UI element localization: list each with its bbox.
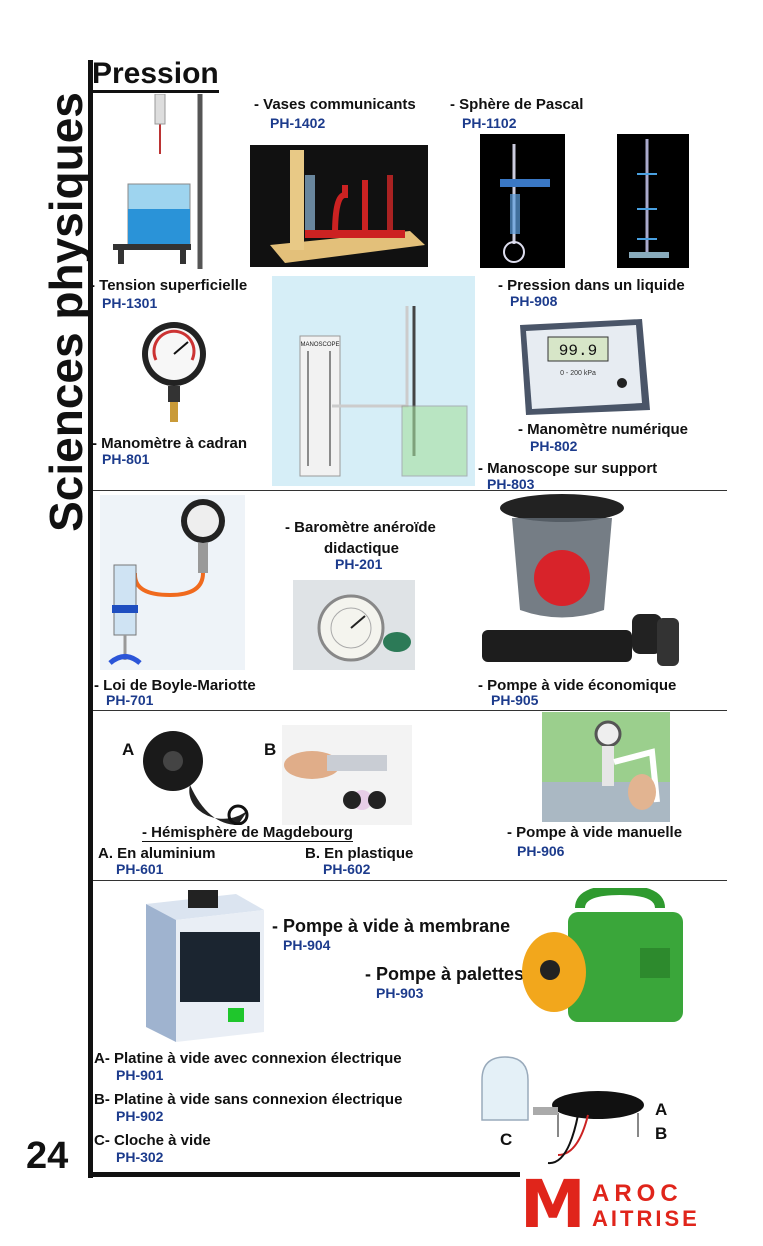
barometre-label-1: - Baromètre anéroïde — [285, 519, 436, 536]
logo: M AROC AITRISE — [520, 1170, 720, 1240]
logo-m: M — [520, 1166, 586, 1243]
manometre-cadran-photo — [138, 320, 210, 425]
sidebar-title: Sciences physiques — [40, 92, 92, 532]
manoscope-photo: MANOSCOPE — [272, 276, 475, 486]
barometre-code: PH-201 — [335, 556, 383, 572]
vases-code: PH-1402 — [270, 115, 326, 131]
frame-bottom-line — [88, 1172, 520, 1177]
platine-marker-c: C — [500, 1130, 513, 1149]
section-title: Pression — [92, 58, 219, 93]
tension-label: - Tension superficielle — [90, 277, 248, 294]
pression-liquide-label: - Pression dans un liquide — [498, 277, 685, 294]
pompe-palettes-photo — [520, 888, 690, 1033]
pompe-membrane-code: PH-904 — [283, 937, 331, 953]
boyle-photo — [100, 495, 245, 670]
page-number: 24 — [26, 1135, 69, 1177]
pompe-manuelle-label: - Pompe à vide manuelle — [507, 824, 683, 841]
logo-line1: AROC — [592, 1180, 683, 1207]
platine-avec-code: PH-901 — [116, 1067, 164, 1083]
pompe-manuelle-photo — [542, 712, 670, 822]
pompe-manuelle-code: PH-906 — [517, 843, 565, 859]
platine-marker-b: B — [655, 1124, 668, 1143]
platine-photo — [478, 1055, 648, 1170]
hemisphere-b-marker: B — [264, 740, 277, 759]
manometre-cadran-label: - Manomètre à cadran — [92, 435, 248, 452]
cloche-code: PH-302 — [116, 1149, 164, 1165]
barometre-photo — [293, 580, 415, 670]
pression-liquide-code: PH-908 — [510, 293, 558, 309]
pompe-membrane-label: - Pompe à vide à membrane — [272, 916, 511, 936]
pompe-eco-label: - Pompe à vide économique — [478, 677, 677, 694]
divider-1 — [93, 490, 727, 491]
hemisphere-a-photo — [118, 725, 253, 825]
pompe-membrane-photo — [136, 882, 268, 1042]
display-value: 99.9 — [559, 342, 597, 360]
pompe-eco-photo — [482, 490, 687, 670]
platine-marker-a: A — [655, 1100, 668, 1119]
divider-3 — [93, 880, 727, 881]
pression-liquide-photo — [617, 134, 689, 268]
tension-code: PH-1301 — [102, 295, 158, 311]
vases-photo — [250, 145, 428, 267]
boyle-code: PH-701 — [106, 692, 154, 708]
hemisphere-b-name: B. En plastique — [305, 845, 414, 862]
hemisphere-b-code: PH-602 — [323, 861, 371, 877]
manoscope-label: - Manoscope sur support — [478, 460, 658, 477]
manometre-num-code: PH-802 — [530, 438, 578, 454]
manometre-num-label: - Manomètre numérique — [518, 421, 689, 438]
cloche-label: C- Cloche à vide — [94, 1132, 211, 1149]
boyle-label: - Loi de Boyle-Mariotte — [94, 677, 256, 694]
platine-avec-label: A- Platine à vide avec connexion électri… — [94, 1050, 402, 1067]
sphere-code: PH-1102 — [462, 115, 517, 131]
vases-label: - Vases communicants — [254, 96, 416, 113]
manometre-num-photo: 99.9 0 - 200 kPa — [512, 315, 652, 420]
hemisphere-b-photo — [282, 725, 412, 825]
logo-line2: AITRISE — [592, 1206, 700, 1231]
platine-sans-code: PH-902 — [116, 1108, 164, 1124]
barometre-label-2: didactique — [324, 540, 400, 557]
platine-sans-label: B- Platine à vide sans connexion électri… — [94, 1091, 403, 1108]
hemisphere-a-name: A. En aluminium — [98, 845, 216, 862]
tension-photo — [98, 94, 218, 269]
pompe-palettes-label: - Pompe à palettes — [365, 964, 525, 984]
hemisphere-a-code: PH-601 — [116, 861, 164, 877]
sphere-photo — [480, 134, 565, 268]
sphere-label: - Sphère de Pascal — [450, 96, 584, 113]
manoscope-code: PH-803 — [487, 476, 535, 492]
hemisphere-label: - Hémisphère de Magdebourg — [142, 824, 353, 842]
manometre-cadran-code: PH-801 — [102, 451, 150, 467]
pompe-eco-code: PH-905 — [491, 692, 539, 708]
frame-vertical-line — [88, 60, 93, 1178]
display-range: 0 - 200 kPa — [560, 370, 596, 377]
manoscope-text: MANOSCOPE — [300, 342, 339, 348]
divider-2 — [93, 710, 727, 711]
pompe-palettes-code: PH-903 — [376, 985, 424, 1001]
hemisphere-a-marker: A — [122, 740, 135, 759]
